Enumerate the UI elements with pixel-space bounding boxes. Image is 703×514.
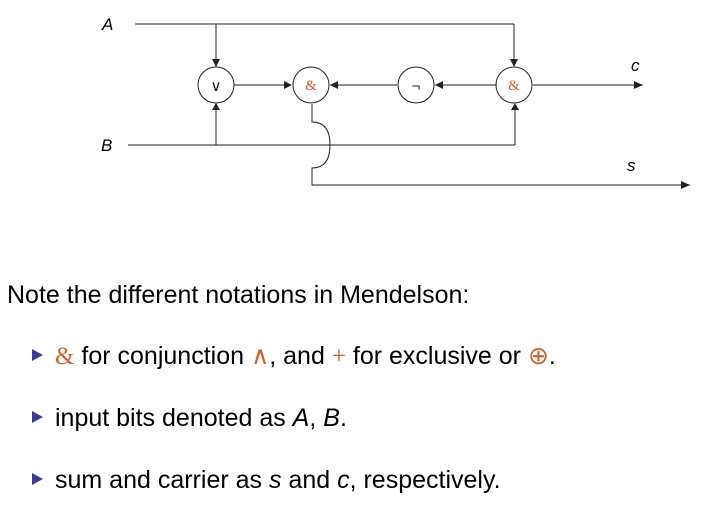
not-gate-symbol: ¬ [412, 78, 421, 95]
label-output-s: s [627, 156, 636, 175]
bullet-text: and [281, 466, 338, 494]
label-input-a: A [101, 15, 113, 34]
bullet-text: sum and carrier as [55, 466, 269, 494]
ampersand-symbol: & [55, 343, 75, 370]
plus-symbol: + [331, 343, 346, 370]
bullet-text: . [548, 342, 556, 370]
arrow-a-or [212, 59, 220, 67]
arrow-b-and2 [511, 103, 519, 110]
arrow-s-out [681, 181, 690, 189]
bullet-text: for conjunction [74, 342, 251, 370]
or-gate: ∨ [197, 66, 235, 104]
arrow-a-and2 [510, 59, 518, 67]
arrow-c-out [634, 81, 643, 89]
and-gate-1: & [292, 66, 330, 104]
input-b-symbol: B [323, 404, 340, 432]
bullet-triangle-icon [32, 411, 43, 424]
sum-symbol: s [268, 466, 282, 494]
list-item: input bits denoted as A, B. [32, 403, 347, 433]
bullet-triangle-icon [32, 349, 43, 362]
oplus-symbol: ⊕ [527, 343, 549, 370]
list-item: & for conjunction ∧, and + for exclusive… [32, 341, 556, 372]
bullet-triangle-icon [32, 473, 43, 486]
half-adder-circuit: ∨ & ¬ & A B c s [101, 15, 690, 189]
bullet-text: for exclusive or [345, 342, 528, 370]
wire-s-out [311, 104, 690, 186]
arrow-or-and1 [284, 81, 292, 89]
label-output-c: c [631, 56, 640, 75]
bullet-text: , respectively. [349, 466, 501, 494]
note-heading: Note the different notations in Mendelso… [7, 281, 470, 309]
input-a-symbol: A [292, 404, 310, 432]
and-gate-1-symbol: & [305, 78, 317, 94]
arrow-b-or [212, 103, 220, 110]
or-gate-symbol: ∨ [211, 78, 222, 95]
arrow-and2-not [435, 81, 443, 89]
carry-symbol: c [337, 466, 350, 494]
list-item: sum and carrier as s and c, respectively… [32, 465, 501, 495]
arrow-not-and1 [330, 81, 338, 89]
and-gate-2: & [495, 66, 533, 104]
bullet-text: , and [269, 342, 332, 370]
not-gate: ¬ [397, 66, 435, 104]
wedge-symbol: ∧ [250, 343, 270, 370]
bullet-text: . [339, 404, 347, 432]
bullet-text: input bits denoted as [55, 404, 293, 432]
bullet-text: , [309, 404, 324, 432]
and-gate-2-symbol: & [508, 78, 520, 94]
label-input-b: B [101, 136, 112, 155]
